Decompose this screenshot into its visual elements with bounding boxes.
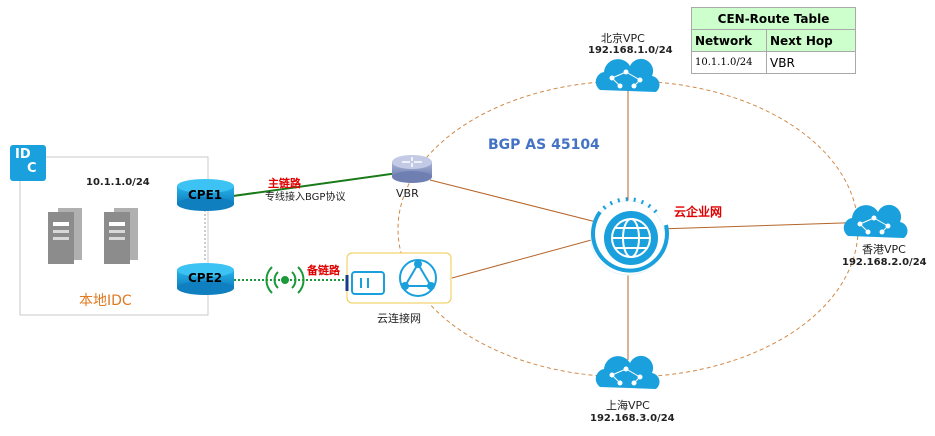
cpe2-router-icon [177, 263, 234, 295]
idc-label: 本地IDC [79, 293, 132, 309]
hongkong-vpc-cloud-icon [843, 204, 908, 238]
backup-link-label: 备链路 [307, 264, 340, 277]
route-network-cell: 10.1.1.0/24 [691, 51, 767, 74]
primary-link-label: 主链路 [268, 177, 301, 190]
route-table-header-network: Network [691, 29, 767, 52]
cen-globe-icon [590, 197, 670, 276]
shanghai-vpc-name: 上海VPC [606, 399, 650, 412]
cpe1-label: CPE1 [188, 188, 223, 202]
smart-access-label: 云连接网 [377, 312, 421, 325]
beijing-vpc-name: 北京VPC [601, 32, 645, 45]
bgp-as-label: BGP AS 45104 [488, 137, 600, 153]
wireless-signal-icon [265, 266, 305, 294]
table-row: 10.1.1.0/24 VBR [691, 51, 856, 74]
primary-link [232, 172, 399, 197]
cen-route-table: CEN-Route Table Network Next Hop 10.1.1.… [691, 7, 856, 74]
idc-badge-icon [10, 145, 46, 181]
hongkong-vpc-name: 香港VPC [862, 243, 906, 256]
server-icon [104, 208, 138, 264]
route-table-title: CEN-Route Table [691, 7, 856, 30]
cpe1-router-icon [177, 179, 234, 211]
vbr-label: VBR [396, 187, 419, 200]
beijing-vpc-cidr: 192.168.1.0/24 [588, 45, 673, 56]
hongkong-vpc-cidr: 192.168.2.0/24 [842, 257, 927, 268]
server-icon [48, 208, 82, 264]
shanghai-vpc-cloud-icon [595, 355, 660, 389]
cen-label: 云企业网 [674, 205, 723, 219]
idc-badge-text-bottom: C [27, 161, 37, 176]
shanghai-vpc-cidr: 192.168.3.0/24 [590, 413, 675, 424]
idc-subnet: 10.1.1.0/24 [86, 177, 150, 188]
vbr-router-icon [392, 155, 432, 183]
route-next-hop-cell: VBR [766, 51, 856, 74]
primary-link-description: 专线接入BGP协议 [265, 192, 346, 203]
route-table-header-next-hop: Next Hop [766, 29, 856, 52]
cpe2-label: CPE2 [188, 271, 223, 285]
beijing-vpc-cloud-icon [595, 58, 660, 92]
smart-access-network-icon [399, 259, 437, 297]
smart-access-device-icon [345, 271, 385, 295]
idc-badge-text-top: ID [15, 147, 31, 162]
